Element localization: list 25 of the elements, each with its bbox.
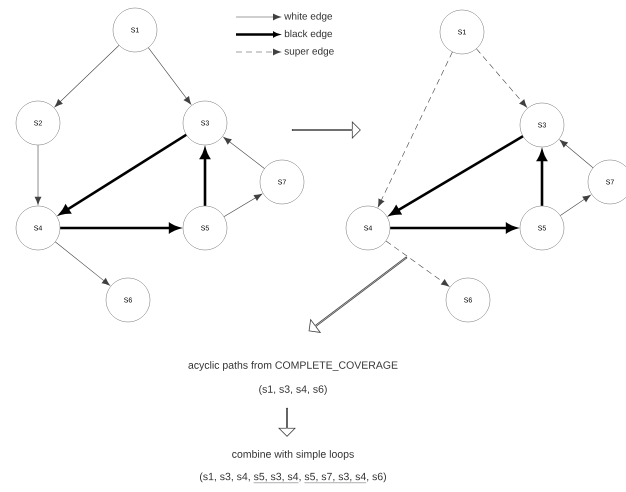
arrow: [390, 135, 524, 216]
label: (s1, s3, s4,: [200, 472, 250, 482]
label: , s6): [367, 472, 386, 482]
caption-text: combine with simple loops: [232, 450, 354, 460]
arrow: [148, 47, 192, 105]
legend-text: super edge: [284, 47, 334, 57]
path-text: (s1, s3, s4, s6): [259, 385, 327, 395]
legend-text: black edge: [284, 30, 332, 40]
path-text: (s1, s3, s4, s5, s3, s4, s5, s7, s3, s4, s6): [200, 472, 386, 484]
arrow: [476, 48, 528, 108]
arrow: [560, 194, 591, 216]
caption-text: acyclic paths from COMPLETE_COVERAGE: [188, 361, 398, 371]
arrow: [378, 52, 453, 208]
arrow: [34, 144, 42, 205]
arrow: [386, 240, 450, 287]
arrow: [60, 134, 187, 215]
label: ,: [299, 478, 301, 482]
label: s5, s3, s4: [254, 472, 298, 482]
arrow: [54, 45, 120, 108]
arrow: [223, 136, 265, 169]
arrow: [224, 194, 262, 217]
arrow: [55, 242, 110, 286]
legend-text: white edge: [284, 12, 332, 22]
label: s5, s7, s3, s4: [304, 472, 366, 482]
arrow: [560, 140, 594, 168]
